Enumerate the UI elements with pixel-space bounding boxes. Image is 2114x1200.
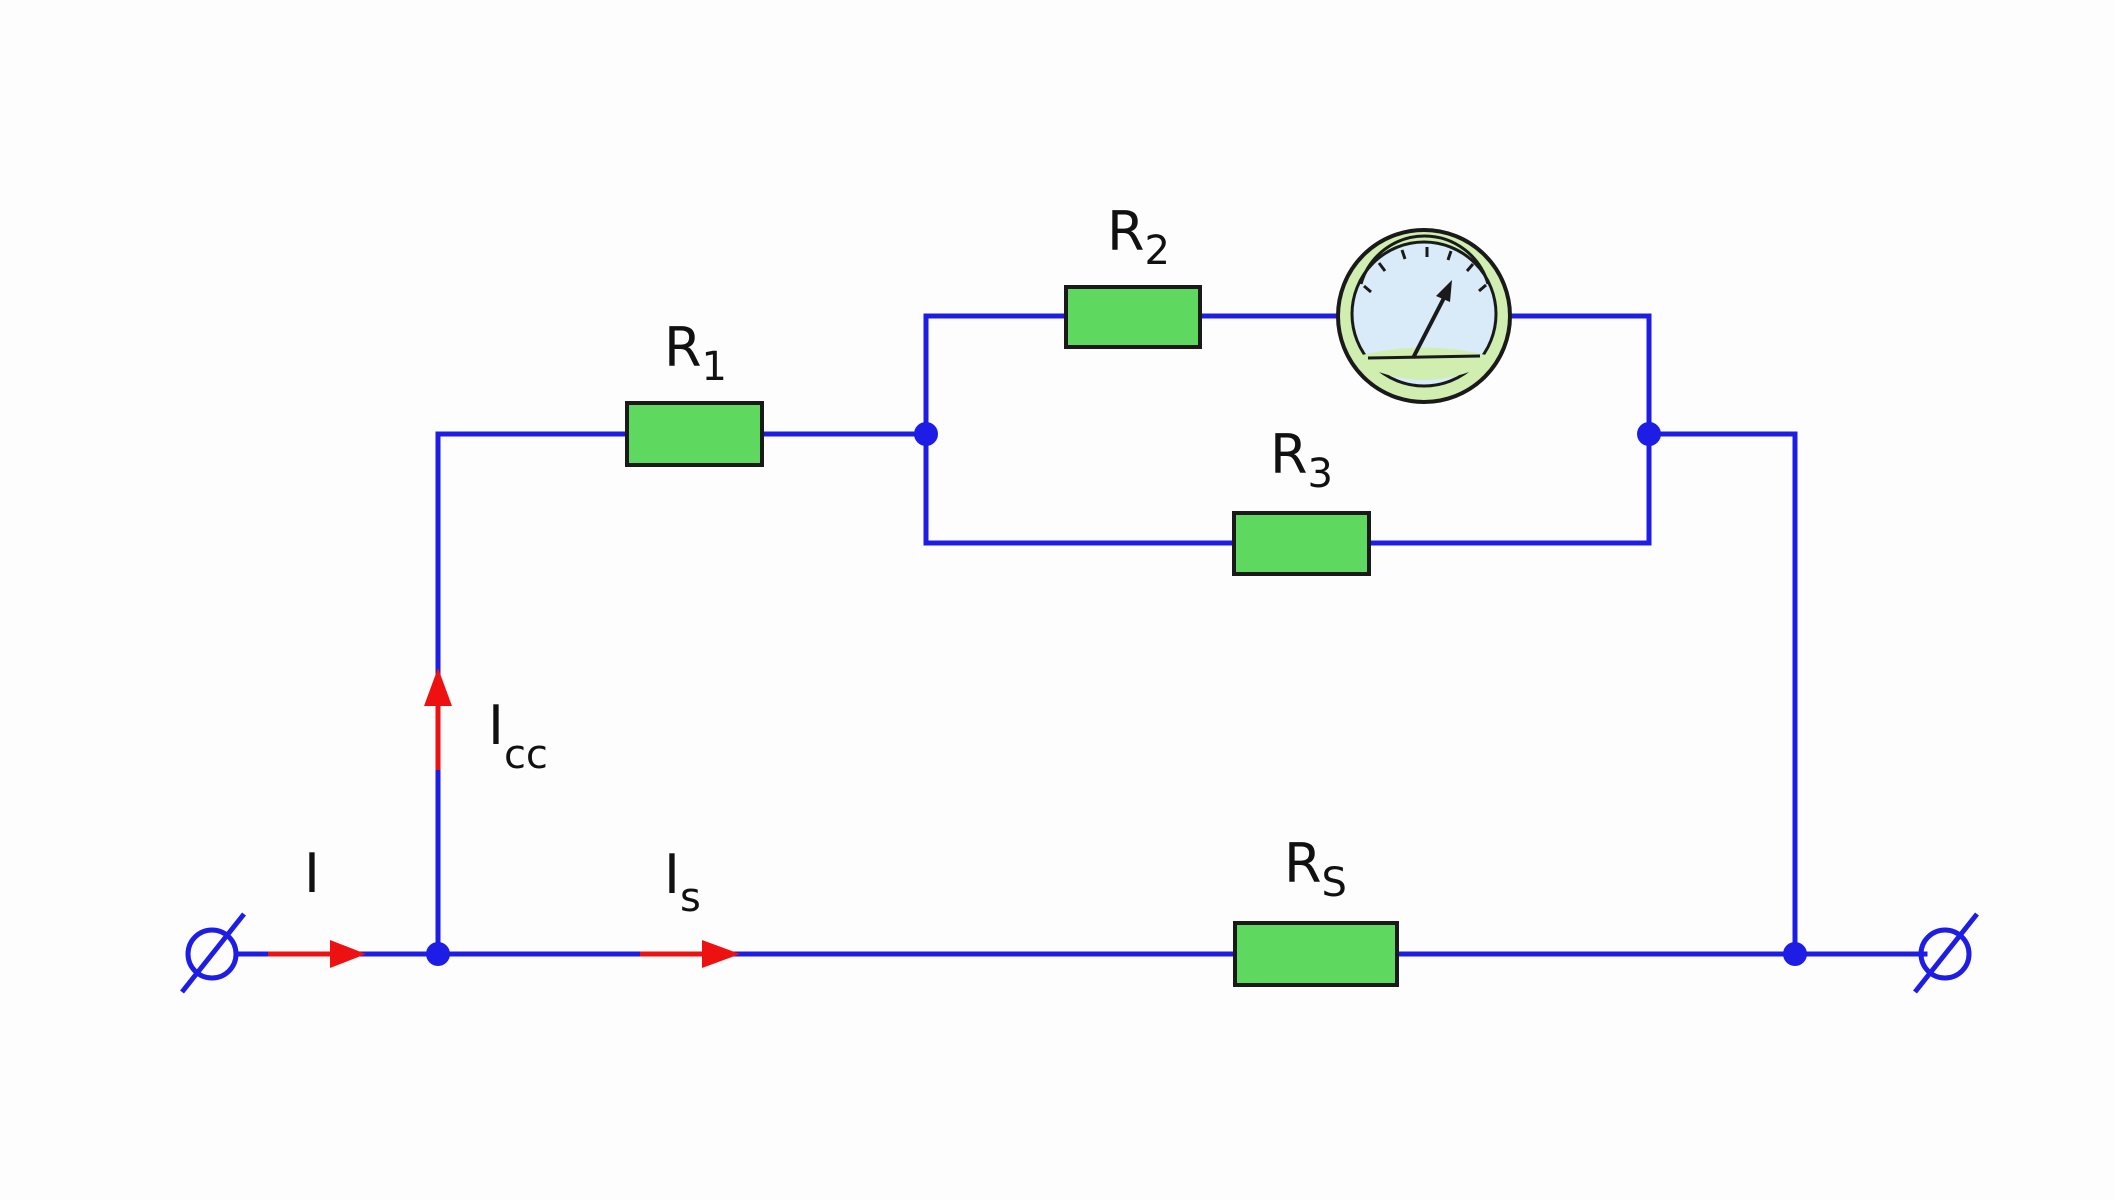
label-icc-sub: cc bbox=[504, 732, 548, 778]
terminal-right-icon bbox=[1913, 912, 1979, 994]
meter-icon bbox=[1336, 228, 1512, 404]
wires bbox=[237, 313, 1928, 957]
label-rs: RS bbox=[1284, 832, 1347, 906]
node-bottom-left bbox=[426, 942, 450, 966]
label-is-sub: s bbox=[680, 875, 701, 921]
current-arrow-i bbox=[268, 940, 366, 968]
node-branch-left bbox=[914, 422, 938, 446]
resistor-r2 bbox=[1064, 285, 1202, 349]
node-branch-right bbox=[1637, 422, 1661, 446]
current-arrow-icc bbox=[424, 668, 452, 770]
label-rs-sub: S bbox=[1322, 860, 1347, 906]
label-is: Is bbox=[664, 843, 701, 921]
terminal-left-icon bbox=[180, 912, 246, 994]
label-r2: R2 bbox=[1107, 200, 1170, 274]
label-icc-main: I bbox=[488, 694, 504, 757]
label-rs-main: R bbox=[1284, 832, 1322, 895]
label-r3: R3 bbox=[1270, 423, 1333, 497]
label-i-main: I bbox=[304, 842, 320, 905]
resistor-r3 bbox=[1232, 511, 1371, 576]
label-r3-main: R bbox=[1270, 423, 1308, 486]
resistor-r1 bbox=[625, 401, 764, 467]
label-r2-sub: 2 bbox=[1145, 228, 1170, 274]
node-bottom-right bbox=[1783, 942, 1807, 966]
label-r1: R1 bbox=[664, 316, 727, 390]
label-icc: Icc bbox=[488, 694, 548, 778]
label-r3-sub: 3 bbox=[1308, 451, 1333, 497]
label-r1-sub: 1 bbox=[702, 344, 727, 390]
label-is-main: I bbox=[664, 843, 680, 906]
label-i: I bbox=[304, 842, 320, 905]
resistor-rs bbox=[1233, 921, 1399, 987]
label-r1-main: R bbox=[664, 316, 702, 379]
current-arrow-is bbox=[640, 940, 740, 968]
label-r2-main: R bbox=[1107, 200, 1145, 263]
